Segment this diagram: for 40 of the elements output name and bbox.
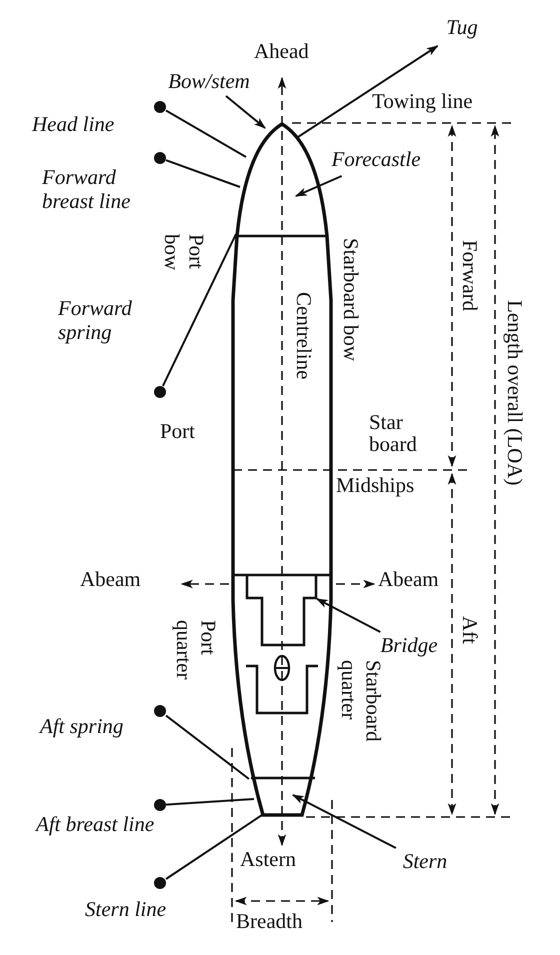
side-label: Port quarter	[172, 620, 220, 682]
callout-label: Bow/stem	[150, 68, 268, 96]
dimension-label: Forward	[458, 240, 482, 312]
line-label: Towing line	[372, 90, 473, 112]
line-label: Head line	[32, 112, 116, 136]
direction-label: Abeam	[378, 568, 439, 590]
leader-line	[292, 794, 396, 849]
callout-label: Stern	[392, 848, 458, 878]
callout-label: Bridge	[370, 632, 448, 662]
line-label: Aft spring	[40, 714, 124, 738]
leader-line	[316, 598, 381, 633]
dimension-label: Length overall (LOA)	[503, 300, 528, 486]
line-label: Forward breast line	[42, 165, 132, 214]
callout-label: Forecastle	[326, 146, 426, 176]
mooring-line	[165, 814, 263, 880]
direction-label: Abeam	[80, 568, 141, 590]
direction-label: Astern	[240, 848, 296, 870]
centreline-label: Centreline	[292, 292, 316, 380]
side-label: Port	[160, 420, 196, 442]
tug-label: Tug	[436, 14, 488, 46]
leader-line	[294, 175, 342, 197]
line-label: Aft breast line	[36, 812, 156, 836]
leader-line	[225, 95, 266, 129]
mooring-line	[162, 234, 237, 386]
mooring-line	[166, 798, 254, 806]
side-label: Port bow	[160, 234, 208, 272]
dimension-label: Aft	[458, 616, 482, 644]
side-label: Star board	[369, 411, 418, 456]
towing-line	[297, 45, 438, 138]
side-label: Starboard bow	[339, 238, 364, 362]
line-label: Stern line	[85, 897, 168, 922]
side-label: Starboard quarter	[337, 660, 386, 744]
direction-label: Ahead	[254, 40, 309, 62]
position-label: Midships	[336, 474, 414, 496]
mooring-line	[166, 159, 240, 188]
mooring-line	[165, 714, 250, 780]
dimension-label: Breadth	[236, 910, 302, 932]
mooring-line	[166, 110, 246, 158]
line-label: Forward spring	[58, 296, 133, 344]
bridge-structure	[246, 576, 318, 714]
